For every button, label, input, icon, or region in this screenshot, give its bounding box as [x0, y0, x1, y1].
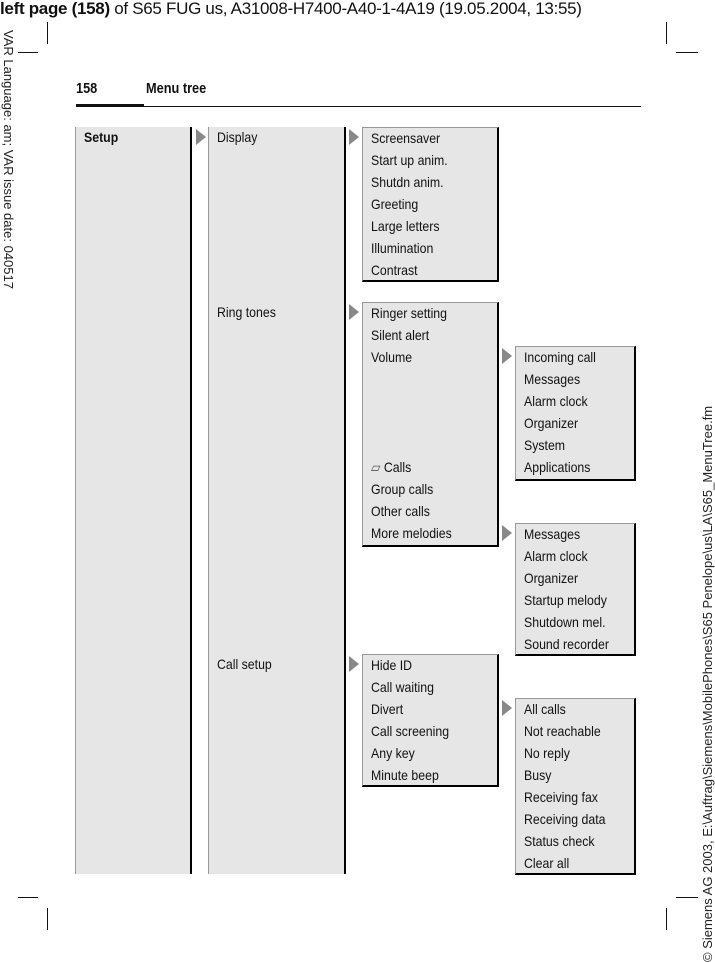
- menu-item[interactable]: Screensaver: [371, 130, 441, 146]
- menu-item[interactable]: Contrast: [371, 262, 418, 278]
- menu-item[interactable]: Shutdn anim.: [371, 174, 444, 190]
- menu-item[interactable]: Receiving fax: [524, 789, 598, 805]
- menu-call-setup[interactable]: Call setup: [217, 656, 272, 672]
- header-rule-accent: [76, 104, 144, 107]
- column-setup: Setup: [75, 127, 192, 874]
- menu-item[interactable]: Start up anim.: [371, 152, 448, 168]
- crop-mark: [666, 908, 667, 930]
- page-title: Menu tree: [146, 80, 207, 97]
- menu-item[interactable]: Sound recorder: [524, 636, 609, 652]
- menu-item[interactable]: Large letters: [371, 218, 440, 234]
- menu-item[interactable]: Messages: [524, 371, 581, 387]
- menu-item[interactable]: Hide ID: [371, 657, 413, 673]
- menu-item[interactable]: All calls: [524, 701, 566, 717]
- menu-item[interactable]: Any key: [371, 745, 415, 761]
- menu-item[interactable]: System: [524, 437, 566, 453]
- menu-item[interactable]: Applications: [524, 459, 591, 475]
- crop-mark: [18, 52, 38, 53]
- menu-item[interactable]: Call screening: [371, 723, 450, 739]
- menu-item[interactable]: Messages: [524, 526, 581, 542]
- column-level1: Display Ring tones Call setup: [208, 127, 346, 874]
- menu-item-label: Calls: [383, 459, 412, 475]
- menu-item[interactable]: Receiving data: [524, 811, 606, 827]
- crop-mark: [676, 897, 698, 898]
- crop-mark: [18, 897, 38, 898]
- header-info: of S65 FUG us, A31008-H7400-A40-1-4A19 (…: [109, 0, 582, 18]
- menu-item[interactable]: Group calls: [371, 481, 434, 497]
- arrow-right-icon: [349, 304, 359, 320]
- menu-item[interactable]: Alarm clock: [524, 548, 588, 564]
- menu-item[interactable]: Minute beep: [371, 767, 439, 783]
- phonebook-icon: ▱: [371, 459, 384, 475]
- menu-item[interactable]: Incoming call: [524, 349, 596, 365]
- arrow-right-icon: [502, 525, 512, 541]
- menu-item[interactable]: Alarm clock: [524, 393, 588, 409]
- crop-mark: [666, 22, 667, 44]
- page-number: 158: [76, 80, 98, 97]
- menu-item[interactable]: Call waiting: [371, 679, 435, 695]
- menu-item[interactable]: No reply: [524, 745, 570, 761]
- arrow-right-icon: [196, 129, 206, 145]
- arrow-right-icon: [349, 129, 359, 145]
- arrow-right-icon: [349, 656, 359, 672]
- arrow-right-icon: [502, 348, 512, 364]
- menu-item[interactable]: Illumination: [371, 240, 434, 256]
- crop-mark: [47, 908, 48, 930]
- menu-item[interactable]: Other calls: [371, 503, 430, 519]
- menu-item[interactable]: ▱ Calls: [371, 459, 411, 476]
- menu-item[interactable]: Divert: [371, 701, 404, 717]
- menu-item[interactable]: Not reachable: [524, 723, 601, 739]
- menu-item[interactable]: Clear all: [524, 855, 570, 871]
- side-note-right: © Siemens AG 2003, E:\Auftrag\Siemens\Mo…: [700, 405, 715, 962]
- arrow-right-icon: [502, 700, 512, 716]
- menu-item[interactable]: Organizer: [524, 570, 579, 586]
- header-rule: [76, 106, 641, 107]
- menu-display[interactable]: Display: [217, 129, 258, 145]
- header-page: left page (158): [0, 0, 110, 18]
- menu-item[interactable]: Greeting: [371, 196, 419, 212]
- crop-mark: [676, 52, 698, 53]
- menu-item[interactable]: Volume: [371, 349, 413, 365]
- side-note-left: VAR Language: am; VAR issue date: 040517: [1, 30, 16, 289]
- document-header: left page (158) of S65 FUG us, A31008-H7…: [0, 0, 582, 19]
- crop-mark: [47, 22, 48, 44]
- menu-item[interactable]: Busy: [524, 767, 552, 783]
- menu-item[interactable]: Status check: [524, 833, 595, 849]
- menu-ring-tones[interactable]: Ring tones: [217, 304, 276, 320]
- menu-setup[interactable]: Setup: [84, 129, 119, 145]
- menu-item[interactable]: More melodies: [371, 525, 452, 541]
- menu-item[interactable]: Silent alert: [371, 327, 430, 343]
- menu-item[interactable]: Organizer: [524, 415, 579, 431]
- menu-item[interactable]: Startup melody: [524, 592, 607, 608]
- menu-item[interactable]: Shutdown mel.: [524, 614, 606, 630]
- menu-item[interactable]: Ringer setting: [371, 305, 448, 321]
